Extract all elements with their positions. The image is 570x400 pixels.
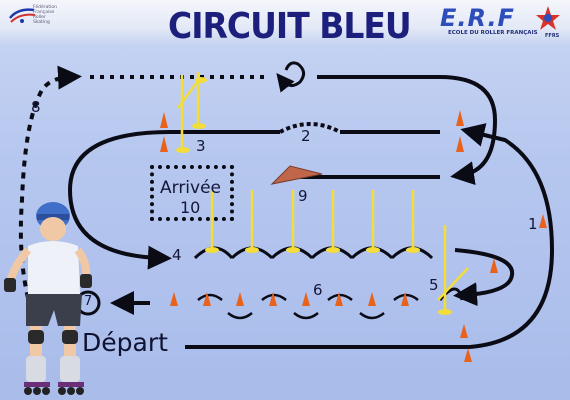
ramp-9 xyxy=(270,165,323,185)
poles-4 xyxy=(331,190,415,248)
station-9-label: 9 xyxy=(298,187,308,205)
pole-bases xyxy=(205,247,420,253)
brand-small-text: FFRS xyxy=(545,33,560,39)
station-7-label: 7 xyxy=(84,294,93,309)
curve-5 xyxy=(438,287,464,301)
station-5-label: 5 xyxy=(429,276,439,294)
station-2-label: 2 xyxy=(301,127,311,145)
page-title: CIRCUIT BLEU xyxy=(168,4,412,47)
station-4-label: 4 xyxy=(172,246,182,264)
logo-line: Roller xyxy=(33,15,46,20)
station-8-label: 8 xyxy=(31,98,41,116)
turn-right-upper xyxy=(439,75,498,186)
logo-line: Fédération xyxy=(33,5,57,10)
turn-left xyxy=(67,130,172,270)
poles-5 xyxy=(437,225,469,310)
start-label: Départ xyxy=(82,328,168,357)
federation-logo-icon xyxy=(9,8,36,23)
logo-line: Française xyxy=(33,10,55,15)
jump-2 xyxy=(279,122,341,134)
turn-5 xyxy=(453,248,515,307)
skater-child-icon xyxy=(4,202,92,395)
finish-number: 10 xyxy=(180,198,201,217)
header-band xyxy=(0,0,570,46)
slalom-6 xyxy=(197,293,419,320)
finish-label: Arrivée xyxy=(160,178,222,198)
brand-logo: E.R.F xyxy=(440,4,515,32)
brand-star-icon xyxy=(536,6,560,30)
station-1-label: 1 xyxy=(528,215,538,233)
cones xyxy=(160,110,547,362)
slalom-4 xyxy=(193,246,434,260)
loop-station-1 xyxy=(460,123,555,349)
station-3-label: 3 xyxy=(196,137,206,155)
finish-zone xyxy=(150,165,234,221)
station-6-label: 6 xyxy=(313,281,323,299)
federation-logo-text: Fédération Française Roller Skating xyxy=(33,5,57,25)
spin-top xyxy=(276,61,305,93)
brand-subtitle: ECOLE DU ROLLER FRANÇAIS xyxy=(448,30,538,36)
logo-line: Skating xyxy=(33,20,50,25)
